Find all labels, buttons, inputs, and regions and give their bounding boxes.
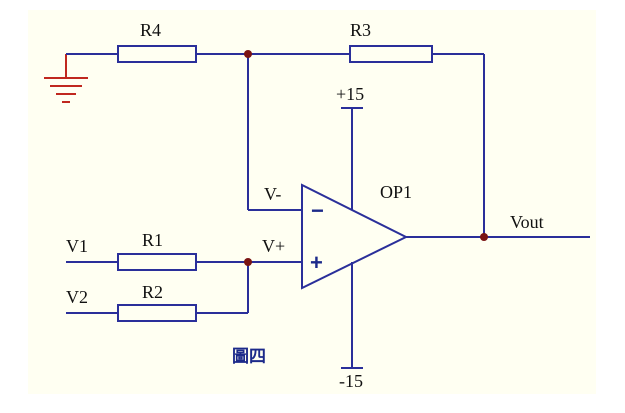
label-negative-supply: -15 (339, 371, 363, 391)
resistor-r2 (117, 304, 197, 322)
label-vminus: V- (264, 184, 281, 204)
junction-feedback (244, 50, 252, 58)
plus-sign: + (310, 250, 323, 275)
label-opamp: OP1 (380, 182, 412, 202)
label-positive-supply: +15 (336, 84, 364, 104)
resistor-r1 (117, 253, 197, 271)
resistor-r4 (117, 45, 197, 63)
label-v2: V2 (66, 287, 88, 307)
opamp-op1 (301, 183, 409, 290)
junction-output (480, 233, 488, 241)
label-r1: R1 (142, 230, 163, 250)
resistor-r3 (349, 45, 433, 63)
minus-sign: − (311, 198, 324, 223)
label-vout: Vout (510, 212, 544, 232)
label-v1: V1 (66, 236, 88, 256)
ground-symbol (44, 54, 88, 103)
label-r2: R2 (142, 282, 163, 302)
label-r3: R3 (350, 20, 371, 40)
schematic-sheet (28, 10, 596, 394)
label-r4: R4 (140, 20, 161, 40)
figure-caption: 圖四 (232, 347, 266, 367)
junction-vplus (244, 258, 252, 266)
label-vplus: V+ (262, 236, 285, 256)
